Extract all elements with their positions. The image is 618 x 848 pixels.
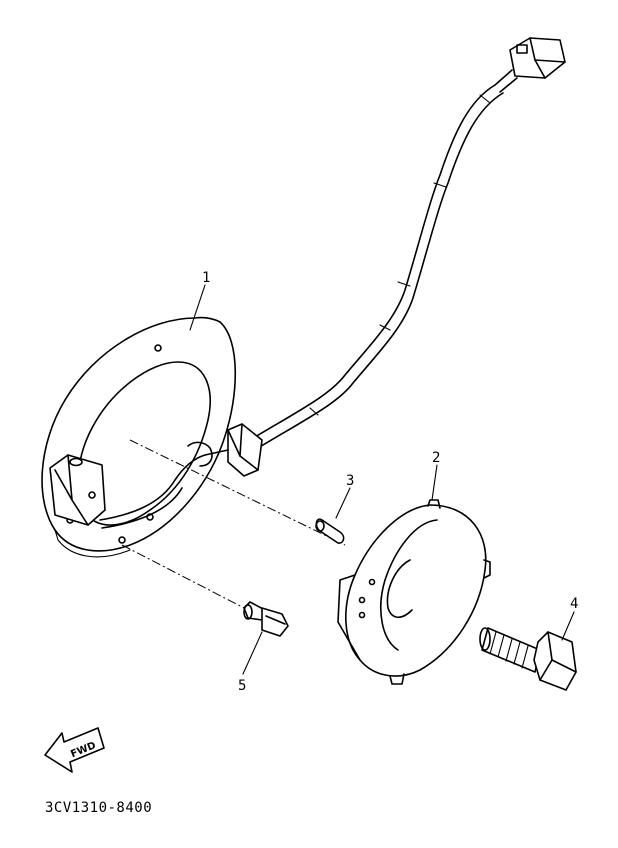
callout-2: 2 [432, 450, 440, 466]
callout-3-leader [335, 487, 351, 519]
wire-grommet [227, 423, 263, 477]
callout-4: 4 [570, 596, 578, 612]
pickup-coil [49, 441, 229, 529]
bolt-leader-line [121, 544, 249, 611]
callout-1: 1 [202, 270, 210, 286]
callout-4-leader [561, 611, 575, 641]
callout-3: 3 [346, 473, 354, 489]
rotor-plate [337, 499, 491, 685]
plate-screw [243, 601, 289, 637]
dowel-pin [315, 518, 345, 544]
callout-5-leader [242, 631, 263, 675]
callout-2-leader [431, 464, 438, 501]
center-leader-line [129, 439, 346, 546]
pickup-coil-plate [41, 316, 237, 558]
wire-connector [494, 37, 566, 93]
fwd-arrow-icon: FWD [44, 727, 105, 773]
rotor-bolt [479, 627, 577, 691]
callout-5: 5 [238, 678, 246, 694]
callout-1-leader [189, 284, 206, 331]
diagram-code: 3CV1310-8400 [45, 800, 152, 816]
wire-harness [249, 84, 504, 449]
